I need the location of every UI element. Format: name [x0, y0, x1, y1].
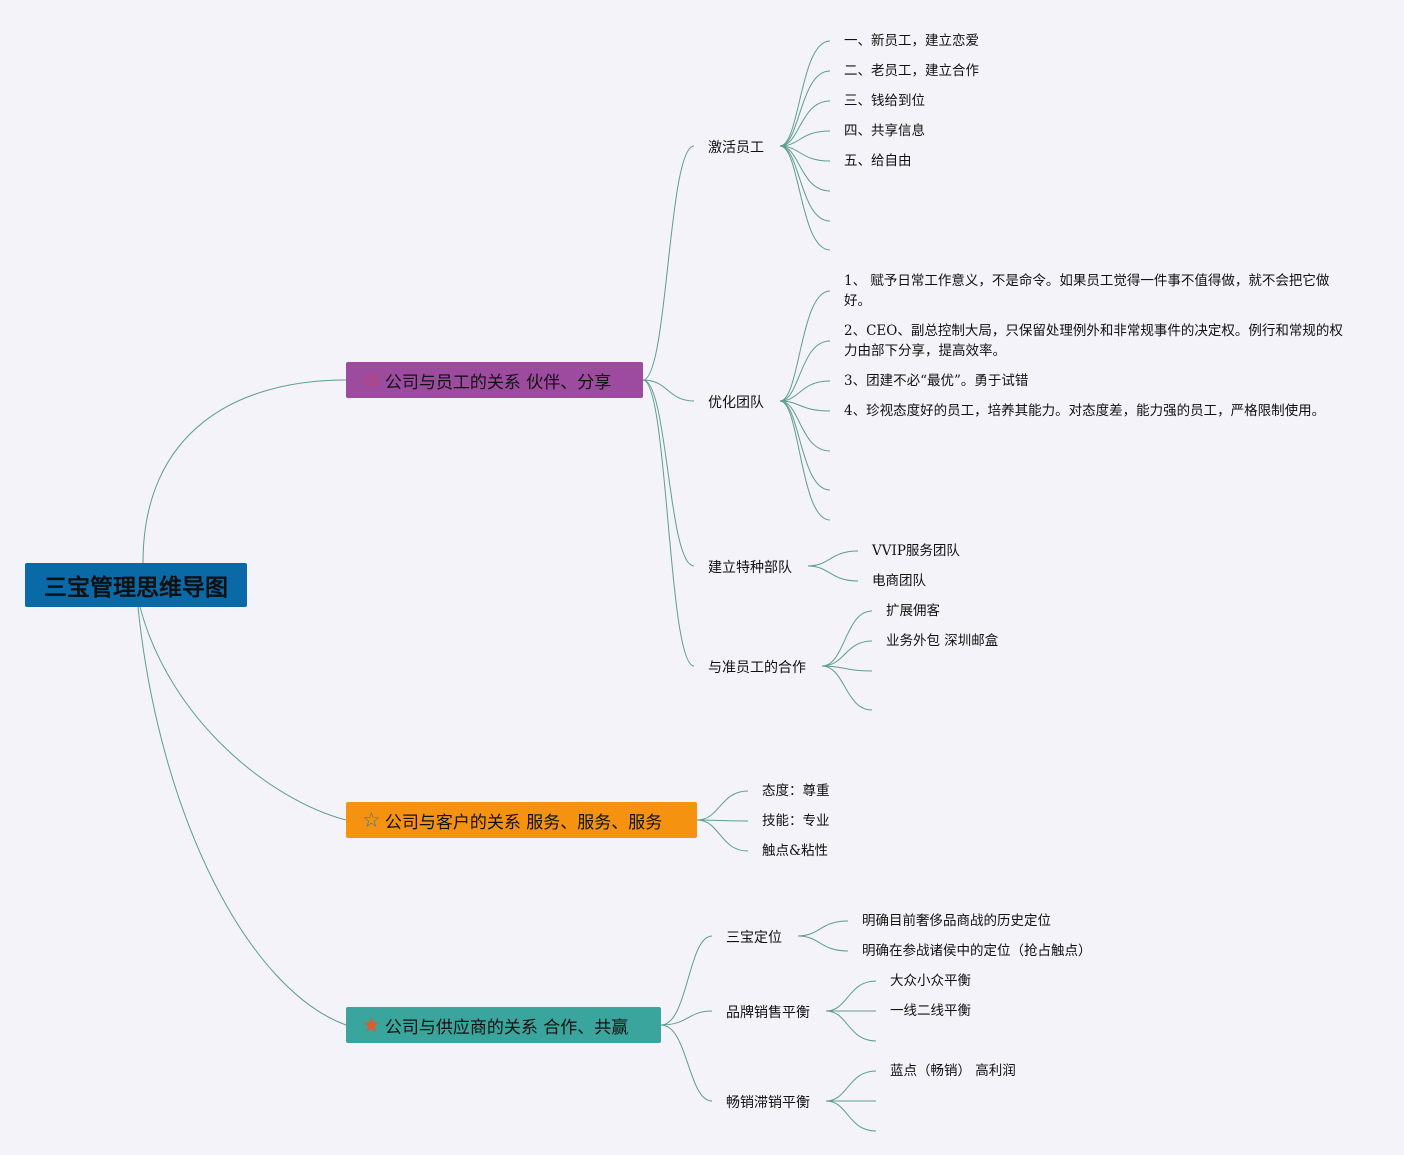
leaf-item[interactable]: 1、 赋予日常工作意义，不是命令。如果员工觉得一件事不值得做，就不会把它做好。 [844, 273, 1330, 309]
connector-curve [696, 819, 749, 852]
branch-employee-relationship[interactable]: ☆ 公司与员工的关系 伙伴、分享 [346, 362, 643, 398]
leaf-item[interactable]: 2、CEO、副总控制大局，只保留处理例外和非常规事件的决定权。例行和常规的权力由… [844, 323, 1343, 359]
leaf-item[interactable]: 扩展佣客 [886, 603, 940, 619]
leaf-item[interactable]: 明确目前奢侈品商战的历史定位 [862, 913, 1051, 929]
branch-title: 公司与员工的关系 伙伴、分享 [384, 372, 612, 393]
connector-curve [797, 935, 849, 952]
sub-topic-positioning[interactable]: 三宝定位 [726, 930, 782, 946]
leaf-item[interactable]: 三、钱给到位 [844, 93, 925, 109]
sub-topic-quasi-staff[interactable]: 与准员工的合作 [708, 660, 806, 676]
leaf-item[interactable]: 明确在参战诸侯中的定位（抢占触点） [862, 943, 1092, 959]
connector-curve [779, 400, 831, 412]
leaf-item[interactable]: 4、珍视态度好的员工，培养其能力。对态度差，能力强的员工，严格限制使用。 [844, 403, 1326, 419]
connector-curve [779, 145, 831, 222]
connector-curve [779, 400, 831, 521]
leaf-item[interactable]: 大众小众平衡 [890, 973, 971, 989]
sub-topic-optimize-team[interactable]: 优化团队 [708, 395, 764, 411]
connector-curve [825, 1010, 877, 1042]
leaf-item[interactable]: 业务外包 深圳邮盒 [886, 633, 999, 649]
connector-curve [779, 340, 831, 402]
sub-topic-activate-staff[interactable]: 激活员工 [708, 140, 764, 156]
connector-curve [696, 790, 749, 821]
branch-title: 公司与供应商的关系 合作、共赢 [384, 1017, 629, 1038]
connector-curve [779, 290, 831, 402]
connector-curve [660, 1024, 713, 1102]
connector-curve [821, 640, 873, 667]
connector-curve [142, 379, 347, 564]
connector-curve [779, 145, 831, 251]
connector-curve [821, 610, 873, 667]
connector-curve [779, 145, 831, 162]
leaf-item[interactable]: 五、给自由 [844, 153, 912, 169]
leaf-item[interactable]: 一、新员工，建立恋爱 [844, 33, 979, 49]
connector-curve [642, 379, 695, 567]
connector-curve [821, 665, 873, 711]
connector-curve [696, 819, 749, 822]
sub-topic-attitude[interactable]: 态度：尊重 [762, 783, 830, 799]
connector-curve [797, 920, 849, 937]
star-outline-icon: ☆ [362, 367, 381, 392]
connector-curve [139, 606, 347, 821]
leaf-item[interactable]: 电商团队 [872, 573, 926, 589]
star-filled-icon: ★ [362, 1012, 381, 1037]
sub-topic-skill[interactable]: 技能：专业 [762, 813, 830, 829]
connector-curve [642, 145, 695, 381]
leaf-item[interactable]: 蓝点（畅销） 高利润 [890, 1063, 1016, 1079]
sub-topic-sales-balance[interactable]: 畅销滞销平衡 [726, 1095, 810, 1111]
leaf-item[interactable]: 一线二线平衡 [890, 1003, 971, 1019]
connector-curve [821, 665, 873, 672]
sub-topic-brand-balance[interactable]: 品牌销售平衡 [726, 1005, 810, 1021]
branch-customer-relationship[interactable]: ☆ 公司与客户的关系 服务、服务、服务 [346, 802, 697, 838]
connector-curve [642, 379, 695, 667]
leaf-item[interactable]: VVIP服务团队 [872, 543, 960, 559]
sub-topic-touchpoint[interactable]: 触点&粘性 [762, 843, 829, 859]
sub-topic-special-forces[interactable]: 建立特种部队 [708, 560, 792, 576]
connector-curve [779, 70, 831, 147]
leaf-item[interactable]: 四、共享信息 [844, 123, 925, 139]
connector-curve [660, 1010, 713, 1026]
connector-curve [779, 380, 831, 402]
branch-supplier-relationship[interactable]: ★ 公司与供应商的关系 合作、共赢 [346, 1007, 661, 1043]
branch-title: 公司与客户的关系 服务、服务、服务 [384, 812, 663, 833]
connector-curve [779, 400, 831, 452]
leaf-item[interactable]: 3、团建不必“最优”。勇于试错 [844, 373, 1029, 389]
connector-curve [642, 379, 695, 402]
connector-curve [825, 1070, 877, 1102]
connector-curve [825, 1100, 877, 1132]
connector-curve [779, 40, 831, 147]
connector-curve [779, 130, 831, 147]
connector-curve [807, 565, 859, 582]
connector-curve [825, 980, 877, 1012]
root-topic[interactable]: 三宝管理思维导图 [25, 563, 247, 607]
connector-curve [660, 935, 713, 1026]
connector-curve [779, 145, 831, 192]
star-outline-icon: ☆ [362, 807, 381, 832]
connector-curve [137, 606, 347, 1026]
connector-curve [779, 100, 831, 147]
leaf-item[interactable]: 二、老员工，建立合作 [844, 63, 979, 79]
connector-curve [807, 550, 859, 567]
